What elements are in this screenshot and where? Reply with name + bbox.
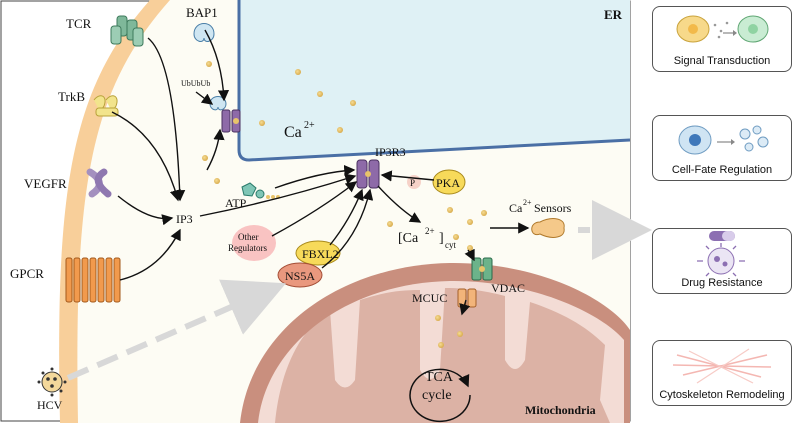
outcome-label: Cell-Fate Regulation [671,164,773,176]
outcome-card-cell-fate: Cell-Fate Regulation [652,115,792,181]
hcv-label: HCV [37,398,63,412]
ca-sensors-rest: Sensors [531,201,572,215]
tcr-receptor-icon [110,15,144,47]
vegfr-label: VEGFR [24,176,67,191]
outcome-label: Signal Transduction [673,55,771,67]
ca-cyt-open: [Ca [398,231,419,246]
bap1-label: BAP1 [186,5,218,20]
vdac-label: VDAC [491,281,525,295]
ca-cyt-sup: 2+ [425,226,435,236]
tca-cycle-icon [409,368,471,423]
er-lumen [239,0,630,160]
ip3r3-channel-icon [356,159,380,189]
bap1-icon [193,23,215,42]
atp-icon [241,182,280,199]
outcome-label: Cytoskeleton Remodeling [659,389,785,401]
fbxl2-icon [295,240,341,266]
ns5a-label: NS5A [285,269,315,283]
er-calcium-label: Ca 2+ [284,120,315,141]
cell-signal-icon [676,15,769,43]
cytoskeleton-icon [672,348,772,384]
ca-sensors-sup: 2+ [523,198,532,207]
er-membrane [237,0,631,162]
ububub-label: UbUbUb [181,79,210,88]
outcome-card-cytoskeleton: Cytoskeleton Remodeling [652,340,792,406]
other-regulators-line1: Other [238,232,259,242]
vdac-channel-icon [471,257,493,281]
ca-sensor-icon [531,218,565,238]
gpcr-label: GPCR [10,266,44,281]
other-regulators-icon [232,225,276,261]
outcome-card-signal-transduction: Signal Transduction [652,6,792,72]
pka-icon [432,169,466,195]
mcuc-channel-icon [457,288,477,308]
ip3r3-channel-upper-icon [221,109,241,133]
fbxl2-label: FBXL2 [302,247,339,261]
hcv-dashed-arrow [66,279,287,381]
mitochondria-cristae [275,288,610,423]
trkb-label: TrkB [58,89,85,104]
trkb-receptor-icon [93,95,119,117]
hcv-virus-icon [37,367,67,397]
pka-label: PKA [436,176,460,190]
ca-cyt-close: ] [439,231,444,246]
calcium-ions [202,61,487,348]
mitochondria-label: Mitochondria [525,403,596,417]
ip3-label: IP3 [176,212,193,226]
ns5a-icon [277,262,323,288]
other-regulators-line2: Regulators [228,243,267,253]
ca-sensors-base: Ca [509,201,523,215]
tca-line1: TCA [425,370,454,385]
vegfr-receptor-icon [86,168,112,198]
ip3r3-label: IP3R3 [375,145,406,159]
signal-arrows [111,29,530,316]
gpcr-receptor-icon [65,257,121,303]
cell-fate-icon [678,125,769,155]
mcuc-label: MCUC [412,291,447,305]
ca-sensors-label: Ca 2+ Sensors [509,198,572,215]
tcr-label: TCR [66,16,92,31]
outcome-label: Drug Resistance [681,277,763,289]
er-label: ER [604,7,623,22]
tca-line2: cycle [422,388,452,403]
ca-er-sup: 2+ [304,120,315,131]
ca-cyt-sub: cyt [445,240,456,250]
drug-resistance-icon [697,231,745,277]
ca-cyt-label: [Ca 2+ ] cyt [398,226,456,250]
ca-er-base: Ca [284,124,302,141]
phosphate-label: P [410,178,415,188]
outcome-card-drug-resistance: Drug Resistance [652,228,792,294]
